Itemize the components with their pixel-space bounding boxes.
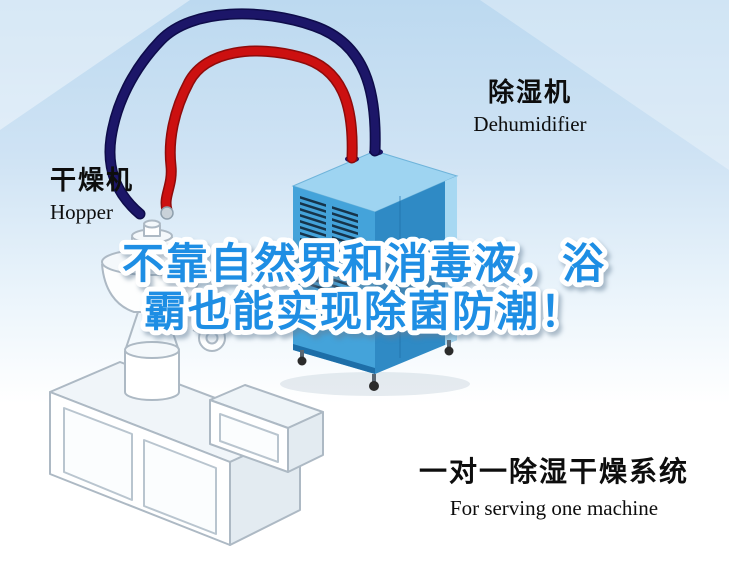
navy-hose: [105, 9, 380, 218]
door-handle: [427, 256, 431, 270]
vent-grille-lower: [300, 262, 358, 301]
caption-block: 一对一除湿干燥系统 For serving one machine: [405, 450, 703, 521]
caption-en: For serving one machine: [449, 496, 659, 520]
hose-elbow-fitting: [160, 206, 174, 220]
caption-zh: 一对一除湿干燥系统: [418, 456, 689, 487]
hopper-label: 干燥机 Hopper: [50, 160, 134, 225]
connection-hoses: [104, 8, 381, 220]
red-hose: [162, 47, 357, 214]
hopper-machine-illustration: [49, 219, 324, 546]
vent-grille-upper: [300, 196, 358, 259]
dehumidifier-side-face: [375, 176, 457, 374]
dehumidifier-label: 除湿机 Dehumidifier: [452, 72, 608, 137]
headline-line-1: 不靠自然界和消毒液，浴: [122, 240, 606, 287]
sky-background: [0, 0, 729, 170]
dehumidifier-label-en: Dehumidifier: [473, 112, 587, 136]
dehumidifier-label-zh: 除湿机: [487, 77, 572, 107]
caster-wheels: [297, 340, 454, 391]
dehumidifier-illustration: [280, 148, 470, 396]
hopper-label-en: Hopper: [50, 200, 113, 224]
hopper-label-zh: 干燥机: [50, 165, 135, 195]
headline-line-2: 霸也能实现除菌防潮！: [144, 288, 584, 335]
